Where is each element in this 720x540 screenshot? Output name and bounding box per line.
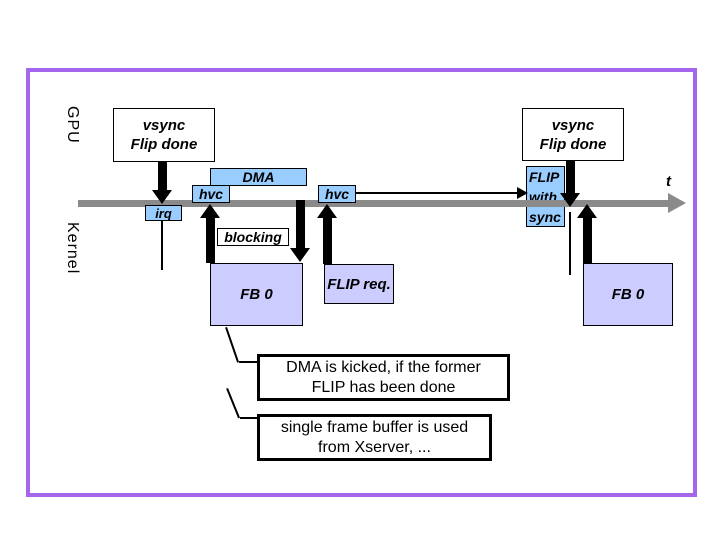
hvc-box-2: hvc [318, 185, 356, 203]
callout-connector-2b [240, 417, 258, 419]
irq-box: irq [145, 205, 182, 221]
flip-req-box: FLIP req. [324, 264, 394, 304]
flip-req-up-arrow [323, 217, 332, 264]
fb0-up-arrowhead-icon [577, 204, 597, 218]
blocking-up-arrow [206, 217, 215, 263]
fb0-box-1: FB 0 [210, 263, 303, 326]
dma-down-arrowhead-icon [290, 248, 310, 262]
callout-connector-1b [239, 361, 258, 363]
kernel-lane-label: Kernel [64, 222, 81, 275]
vsync-flip-done-box-2: vsync Flip done [522, 108, 624, 161]
blocking-up-arrowhead-icon [200, 204, 220, 218]
flip-forward-arrow [356, 192, 519, 194]
callout-box-dma-kicked: DMA is kicked, if the former FLIP has be… [257, 354, 510, 401]
dma-down-arrow [296, 200, 305, 249]
vsync-tail-line [569, 212, 571, 275]
hvc-box-1: hvc [192, 185, 230, 203]
time-axis-label: t [666, 173, 671, 190]
callout-box-single-buffer: single frame buffer is used from Xserver… [257, 414, 492, 461]
gpu-lane-label: GPU [64, 106, 81, 144]
vsync-flip-done-box-1: vsync Flip done [113, 108, 215, 162]
vsync-down-arrow-2 [566, 160, 575, 194]
fb0-up-arrow [583, 217, 592, 263]
dma-box: DMA [210, 168, 307, 186]
timeline-arrowhead-icon [668, 193, 686, 213]
fb0-box-2: FB 0 [583, 263, 673, 326]
vsync-down-arrowhead-1-icon [152, 190, 172, 204]
irq-tail-line [161, 221, 163, 270]
flip-req-up-arrowhead-icon [317, 204, 337, 218]
timeline-axis [78, 200, 670, 207]
blocking-box: blocking [217, 228, 289, 246]
flip-forward-arrowhead-icon [517, 187, 528, 199]
vsync-down-arrow-1 [158, 161, 167, 191]
vsync-down-arrowhead-2-icon [560, 193, 580, 207]
flip-with-sync-box: FLIP with sync [526, 166, 565, 227]
